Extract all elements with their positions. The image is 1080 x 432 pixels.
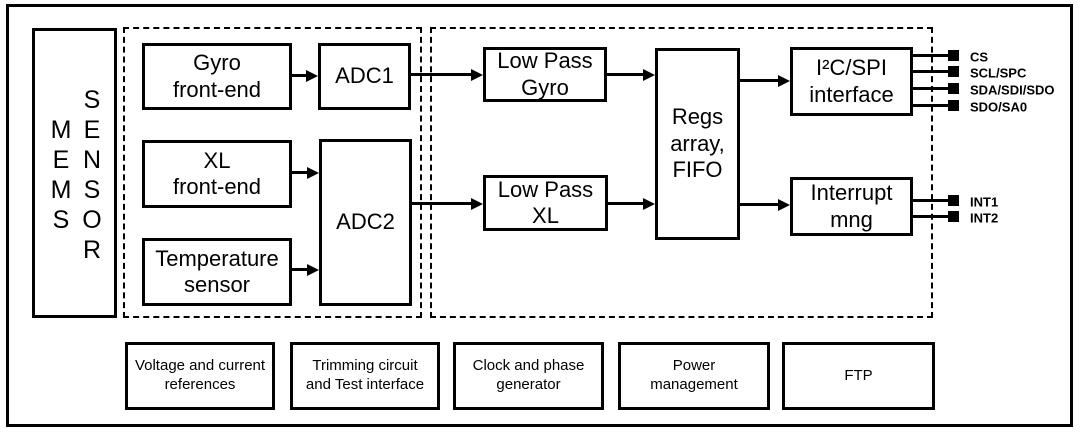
block-adc1: ADC1 (318, 43, 411, 110)
arrow-line-temp-adc2 (292, 268, 309, 271)
arrow-line-lpgyro-regs (607, 73, 645, 76)
arrow-line-adc2-lpxl (412, 202, 473, 205)
pin-line-scl-spc (913, 70, 951, 73)
digital-section-dashed-box (430, 27, 933, 318)
pin-square-int2 (948, 211, 959, 222)
block-ftp: FTP (782, 342, 935, 410)
block-clock-phase-generator: Clock and phase generator (453, 342, 604, 410)
arrow-line-xlfe-adc2 (292, 171, 309, 174)
pin-label-sdo-sa0: SDO/SA0 (970, 99, 1028, 115)
pin-line-sda-sdi-sdo (913, 87, 951, 90)
pin-line-int2 (913, 215, 951, 218)
block-adc2: ADC2 (319, 139, 412, 306)
arrow-line-regs-i2cspi (740, 79, 780, 82)
block-i2c-spi-interface: I²C/SPI interface (790, 47, 913, 116)
pin-square-scl-spc (948, 66, 959, 77)
pin-square-sda-sdi-sdo (948, 83, 959, 94)
pin-label-cs: CS (970, 49, 989, 65)
pin-line-cs (913, 54, 951, 57)
arrow-head-temp-adc2 (307, 264, 319, 276)
mems-sensor-box (32, 28, 117, 318)
arrow-line-regs-interrupt (740, 203, 780, 206)
block-voltage-current-references: Voltage and current references (125, 342, 275, 410)
analog-section-dashed-box (123, 27, 422, 318)
arrow-head-adc1-lpgyro (471, 69, 483, 81)
arrow-head-regs-i2cspi (778, 75, 790, 87)
block-xl-front-end: XL front-end (142, 140, 292, 208)
block-trimming-circuit-test-interface: Trimming circuit and Test interface (290, 342, 440, 410)
arrow-line-gyrofe-adc1 (292, 74, 308, 77)
arrow-head-adc2-lpxl (471, 198, 483, 210)
mems-vertical-label: M E M S (50, 116, 72, 234)
pin-label-scl-spc: SCL/SPC (970, 65, 1027, 81)
block-gyro-front-end: Gyro front-end (142, 43, 292, 110)
block-power-management: Power management (618, 342, 770, 410)
diagram-outer-border (6, 4, 1073, 427)
pin-square-cs (948, 50, 959, 61)
arrow-head-gyrofe-adc1 (306, 70, 318, 82)
pin-line-int1 (913, 199, 951, 202)
pin-label-int1: INT1 (970, 194, 999, 210)
sensor-vertical-label: S E N S O R (82, 86, 102, 264)
block-low-pass-gyro: Low Pass Gyro (483, 47, 607, 102)
arrow-head-lpgyro-regs (643, 69, 655, 81)
block-low-pass-xl: Low Pass XL (483, 175, 608, 231)
pin-label-sda-sdi-sdo: SDA/SDI/SDO (970, 82, 1055, 98)
block-temperature-sensor: Temperature sensor (142, 238, 292, 306)
arrow-head-lpxl-regs (643, 198, 655, 210)
arrow-line-adc1-lpgyro (411, 73, 473, 76)
block-regs-array-fifo: Regs array, FIFO (655, 48, 740, 240)
arrow-head-regs-interrupt (778, 199, 790, 211)
pin-line-sdo-sa0 (913, 104, 951, 107)
block-interrupt-mng: Interrupt mng (790, 177, 913, 236)
pin-square-sdo-sa0 (948, 100, 959, 111)
arrow-head-xlfe-adc2 (307, 167, 319, 179)
pin-label-int2: INT2 (970, 210, 999, 226)
arrow-line-lpxl-regs (608, 202, 645, 205)
pin-square-int1 (948, 195, 959, 206)
